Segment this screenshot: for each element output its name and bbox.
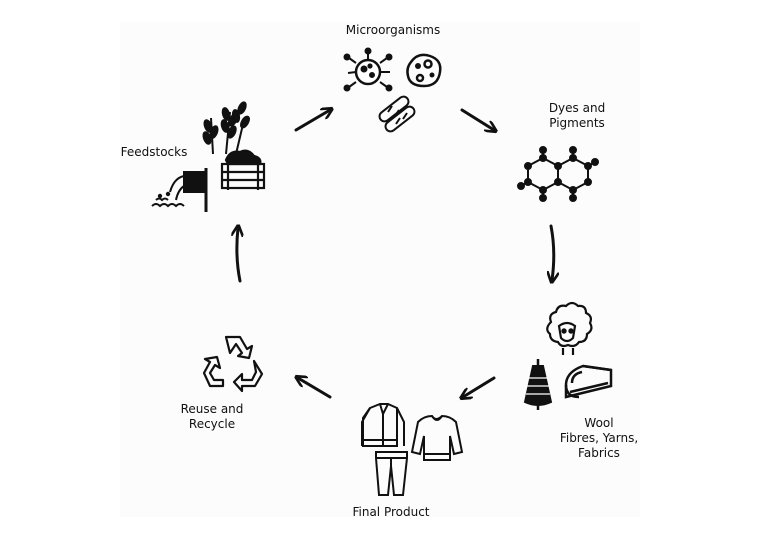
cell-icon bbox=[406, 53, 442, 88]
sweater-icon bbox=[410, 414, 464, 461]
outflow-pipe-icon bbox=[151, 168, 208, 212]
yarn-cone-icon bbox=[523, 359, 553, 410]
cardigan-icon bbox=[361, 403, 405, 447]
label-reuse-and-recycle: Reuse and Recycle bbox=[180, 402, 244, 431]
arrow-microorganisms-to-dyes bbox=[460, 108, 494, 130]
wheat-icon bbox=[202, 101, 250, 155]
label-dyes-and-pigments: Dyes and Pigments bbox=[548, 101, 606, 130]
arrow-dyes-to-wool bbox=[551, 224, 554, 280]
label-feedstocks: Feedstocks bbox=[120, 145, 188, 159]
arrow-feedstocks-to-microorganisms bbox=[294, 110, 330, 132]
arrow-recycle-to-feedstocks bbox=[237, 228, 240, 283]
arrow-product-to-recycle bbox=[298, 378, 332, 399]
arrow-wool-to-product bbox=[463, 376, 496, 397]
trousers-icon bbox=[375, 451, 408, 496]
label-final-product: Final Product bbox=[352, 505, 430, 519]
crate-icon bbox=[220, 149, 266, 190]
sheep-icon bbox=[546, 301, 593, 355]
label-wool: Wool Fibres, Yarns, Fabrics bbox=[559, 416, 639, 460]
recycle-icon bbox=[202, 335, 264, 393]
label-microorganisms: Microorganisms bbox=[345, 23, 441, 37]
bacilli-icon bbox=[378, 95, 416, 133]
molecule-icon bbox=[517, 146, 599, 202]
fabric-roll-icon bbox=[564, 364, 613, 399]
bacteria-icon bbox=[343, 47, 393, 92]
